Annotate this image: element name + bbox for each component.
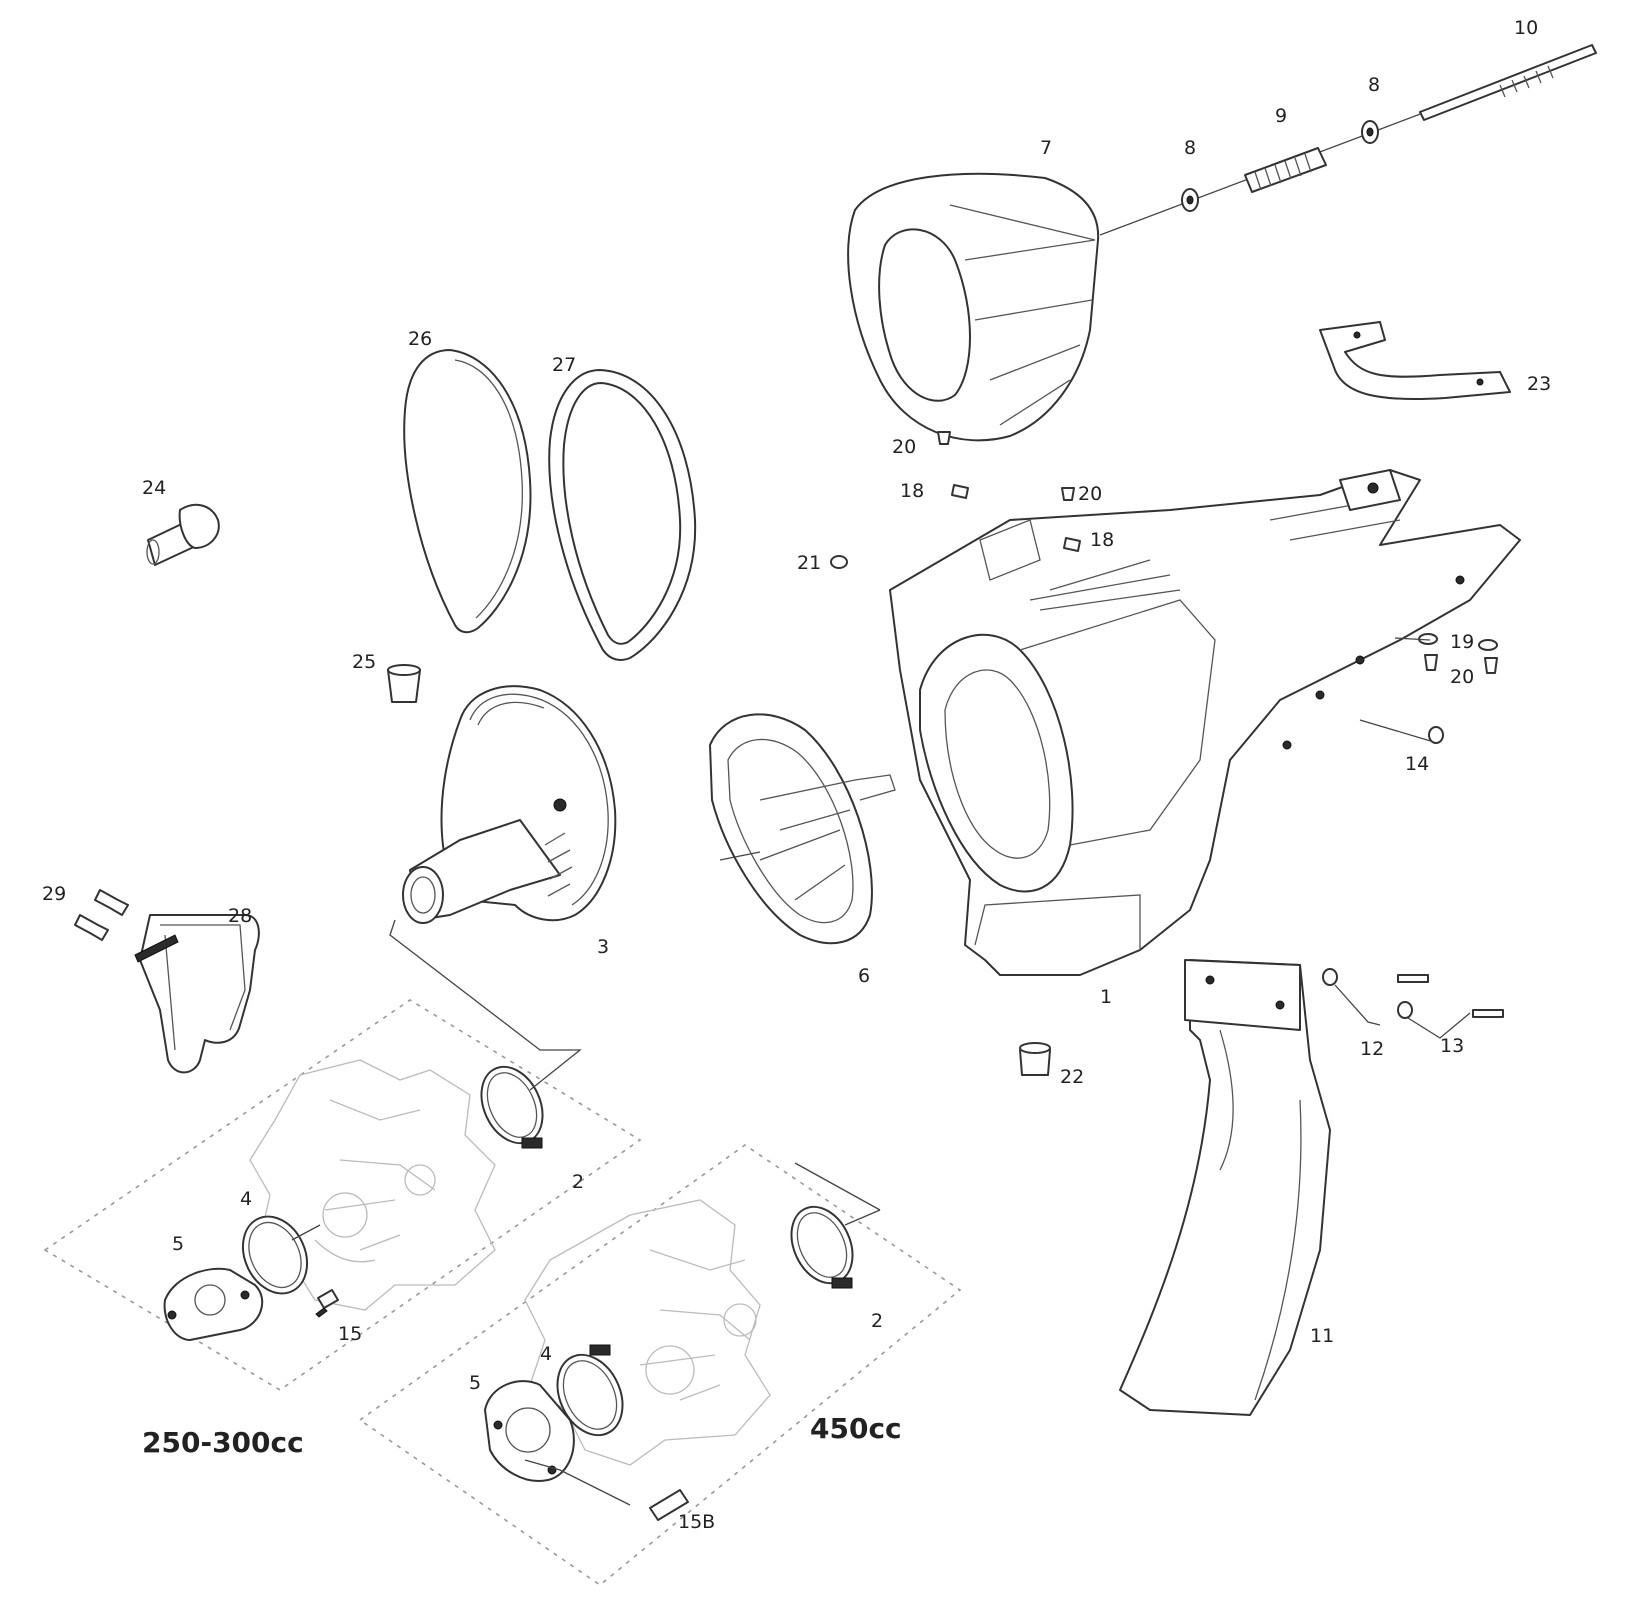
clamp-2-upper	[480, 1065, 544, 1149]
label-4-left: 4	[240, 1188, 252, 1210]
label-5-right: 5	[469, 1372, 481, 1394]
label-23: 23	[1527, 373, 1551, 395]
label-11: 11	[1310, 1325, 1334, 1347]
label-1: 1	[1100, 986, 1112, 1008]
label-2-lower: 2	[871, 1310, 883, 1332]
label-26: 26	[408, 328, 432, 350]
bracket	[1319, 321, 1511, 401]
label-4-right: 4	[540, 1343, 552, 1365]
air-filter	[847, 172, 1100, 442]
airbox	[889, 469, 1521, 976]
hardware-small-parts	[830, 431, 1504, 1076]
hose-fitting	[146, 503, 220, 566]
label-3: 3	[597, 936, 609, 958]
label-20-right: 20	[1450, 666, 1474, 688]
flange-5-right	[484, 1380, 575, 1482]
label-28: 28	[228, 905, 252, 927]
label-20-top: 20	[892, 436, 916, 458]
cap	[387, 664, 421, 703]
label-6: 6	[858, 965, 870, 987]
label-8-left: 8	[1184, 137, 1196, 159]
filter-cage	[709, 713, 896, 945]
label-8-right: 8	[1368, 74, 1380, 96]
label-18-right: 18	[1090, 529, 1114, 551]
label-21: 21	[797, 552, 821, 574]
screw-15	[315, 1289, 339, 1318]
label-24: 24	[142, 477, 166, 499]
flange-5-left	[163, 1267, 264, 1341]
engine-sketch-450cc	[524, 1199, 771, 1466]
seal-27	[548, 369, 697, 661]
group-label-450cc: 450cc	[810, 1412, 902, 1445]
part-labels: 1 2 2 3 4 4 5 5 6 7 8 8 9 10 11 12 13 14…	[42, 17, 1551, 1533]
clamp-4-left	[241, 1215, 309, 1295]
label-10: 10	[1514, 17, 1538, 39]
screws-29	[74, 889, 129, 941]
label-2-upper: 2	[572, 1171, 584, 1193]
label-15b: 15B	[678, 1511, 715, 1533]
label-14: 14	[1405, 753, 1429, 775]
label-9: 9	[1275, 105, 1287, 127]
label-18-left: 18	[900, 480, 924, 502]
group-box-450cc	[358, 1144, 962, 1586]
label-12: 12	[1360, 1038, 1384, 1060]
label-19: 19	[1450, 631, 1474, 653]
label-20-mid: 20	[1078, 483, 1102, 505]
label-5-left: 5	[172, 1233, 184, 1255]
label-13: 13	[1440, 1035, 1464, 1057]
label-27: 27	[552, 354, 576, 376]
clamp-2-lower	[790, 1205, 854, 1289]
seal-26	[403, 349, 532, 634]
leader-lines	[291, 637, 1471, 1506]
label-25: 25	[352, 651, 376, 673]
screw-15b	[649, 1489, 689, 1521]
intake-boot	[402, 685, 617, 924]
label-29: 29	[42, 883, 66, 905]
clamp-4-right	[556, 1344, 624, 1437]
fender	[1119, 959, 1331, 1416]
label-15: 15	[338, 1323, 362, 1345]
cover-28	[134, 914, 260, 1074]
label-7: 7	[1040, 137, 1052, 159]
engine-sketch-250-300cc	[249, 1059, 496, 1311]
label-22: 22	[1060, 1066, 1084, 1088]
filter-rod-assembly	[1099, 44, 1597, 236]
group-box-250-300cc	[43, 999, 642, 1391]
group-label-250-300cc: 250-300cc	[142, 1426, 304, 1459]
